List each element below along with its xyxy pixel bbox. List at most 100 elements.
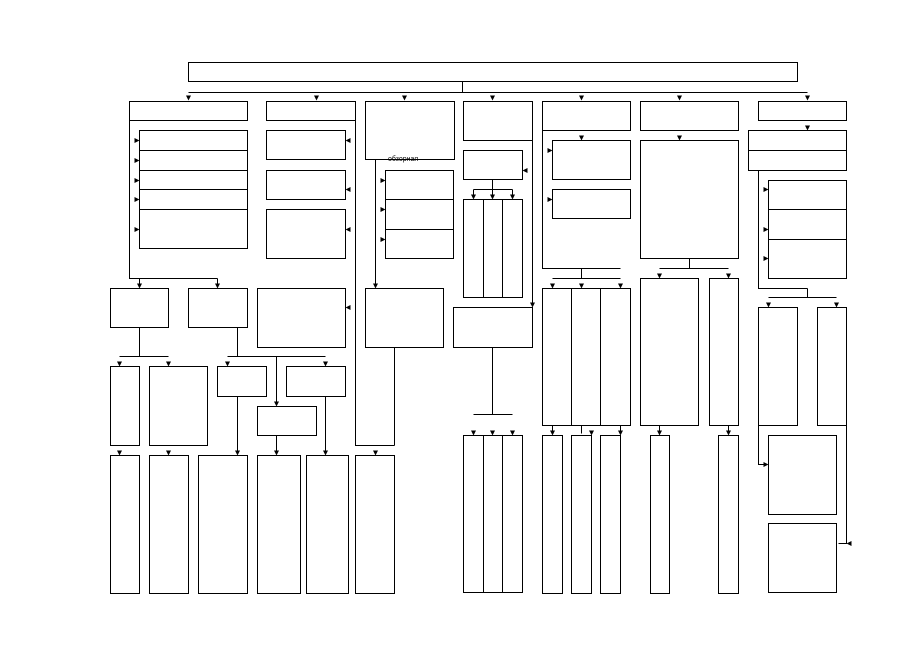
c7-tall-2 <box>817 307 847 426</box>
arrowhead-44 <box>166 361 171 367</box>
b-7 <box>463 435 484 593</box>
c4-bar-2 <box>483 199 503 298</box>
arrowhead-41 <box>766 302 771 308</box>
c7-bottom <box>768 523 837 593</box>
arrowhead-1 <box>186 95 191 101</box>
c5-item-1 <box>552 140 631 180</box>
c3-item-1 <box>385 170 454 200</box>
arrowhead-12 <box>134 227 140 232</box>
c7-item-2 <box>748 150 847 171</box>
arrowhead-33 <box>215 283 220 289</box>
c6-tall-2 <box>709 278 739 426</box>
c5-item-2 <box>552 189 631 219</box>
arrowhead-59 <box>618 430 623 436</box>
c1-item-5 <box>139 209 248 249</box>
arrowhead-20 <box>522 168 528 173</box>
b-13 <box>650 435 670 594</box>
arrowhead-29 <box>763 187 769 192</box>
r3-box-1 <box>110 366 140 446</box>
b-5 <box>306 455 349 594</box>
arrowhead-18 <box>380 207 386 212</box>
arrowhead-50 <box>235 450 240 456</box>
arrowhead-39 <box>657 273 662 279</box>
arrowhead-54 <box>471 430 476 436</box>
arrowhead-15 <box>345 227 351 232</box>
c1-item-4 <box>139 189 248 210</box>
col4-head <box>463 101 533 141</box>
c2-item-2 <box>266 170 346 200</box>
r2-box-5 <box>453 307 533 348</box>
arrowhead-24 <box>547 148 553 153</box>
c1-item-2 <box>139 150 248 171</box>
b-11 <box>571 435 592 594</box>
arrowhead-40 <box>726 273 731 279</box>
arrowhead-55 <box>490 430 495 436</box>
c5-left <box>542 130 621 269</box>
b-3 <box>198 455 248 594</box>
arrowhead-38 <box>618 283 623 289</box>
arrowhead-63 <box>846 541 852 546</box>
top-box <box>188 62 798 82</box>
col7-head <box>758 101 847 121</box>
arrowhead-14 <box>345 187 351 192</box>
arrowhead-28 <box>805 125 810 131</box>
arrowhead-43 <box>117 361 122 367</box>
arrowhead-42 <box>834 302 839 308</box>
b-2 <box>149 455 189 594</box>
arrowhead-51 <box>274 450 279 456</box>
c7-tall-1 <box>758 307 798 426</box>
c7-right <box>838 425 847 544</box>
arrowhead-53 <box>373 450 378 456</box>
arrowhead-37 <box>579 283 584 289</box>
b-9 <box>502 435 523 593</box>
arrowhead-34 <box>373 283 378 289</box>
c4-bar-3 <box>502 199 523 298</box>
arrowhead-52 <box>323 450 328 456</box>
c7-sub-3 <box>768 239 847 279</box>
arrowhead-56 <box>510 430 515 436</box>
arrowhead-17 <box>380 178 386 183</box>
c4-bar-1 <box>463 199 484 298</box>
arrowhead-2 <box>314 95 319 101</box>
arrowhead-26 <box>579 135 584 141</box>
b-4 <box>257 455 301 594</box>
arrowhead-6 <box>677 95 682 101</box>
arrowhead-27 <box>677 135 682 141</box>
c7-sub-2 <box>768 209 847 240</box>
arrowhead-45 <box>225 361 230 367</box>
b-10 <box>542 435 563 594</box>
col6-head <box>640 101 739 131</box>
arrowhead-49 <box>166 450 171 456</box>
c2-item-3 <box>266 209 346 259</box>
c2-item-1 <box>266 130 346 160</box>
r3-box-3 <box>217 366 267 397</box>
arrowhead-61 <box>726 430 731 436</box>
arrowhead-8 <box>134 138 140 143</box>
arrowhead-19 <box>380 237 386 242</box>
c7-left <box>758 170 808 289</box>
col2-head <box>266 101 356 121</box>
c5-tall-1 <box>542 288 572 426</box>
arrowhead-3 <box>402 95 407 101</box>
arrowhead-9 <box>134 158 140 163</box>
r3-box-5 <box>257 406 317 436</box>
r2-box-3 <box>257 288 346 348</box>
arrowhead-7 <box>805 95 810 101</box>
arrowhead-60 <box>657 430 662 436</box>
b-12 <box>600 435 621 594</box>
arrowhead-46 <box>323 361 328 367</box>
arrowhead-13 <box>345 138 351 143</box>
arrowhead-58 <box>589 430 594 436</box>
arrowhead-31 <box>763 256 769 261</box>
col3-head <box>365 101 455 160</box>
arrowhead-16 <box>345 305 351 310</box>
arrowhead-11 <box>134 197 140 202</box>
b-8 <box>483 435 503 593</box>
arrowhead-36 <box>550 283 555 289</box>
col5-head <box>542 101 631 131</box>
arrowhead-4 <box>490 95 495 101</box>
c2-right <box>355 120 395 446</box>
r2-box-4 <box>365 288 444 348</box>
partial-label: обзорная <box>388 155 418 163</box>
